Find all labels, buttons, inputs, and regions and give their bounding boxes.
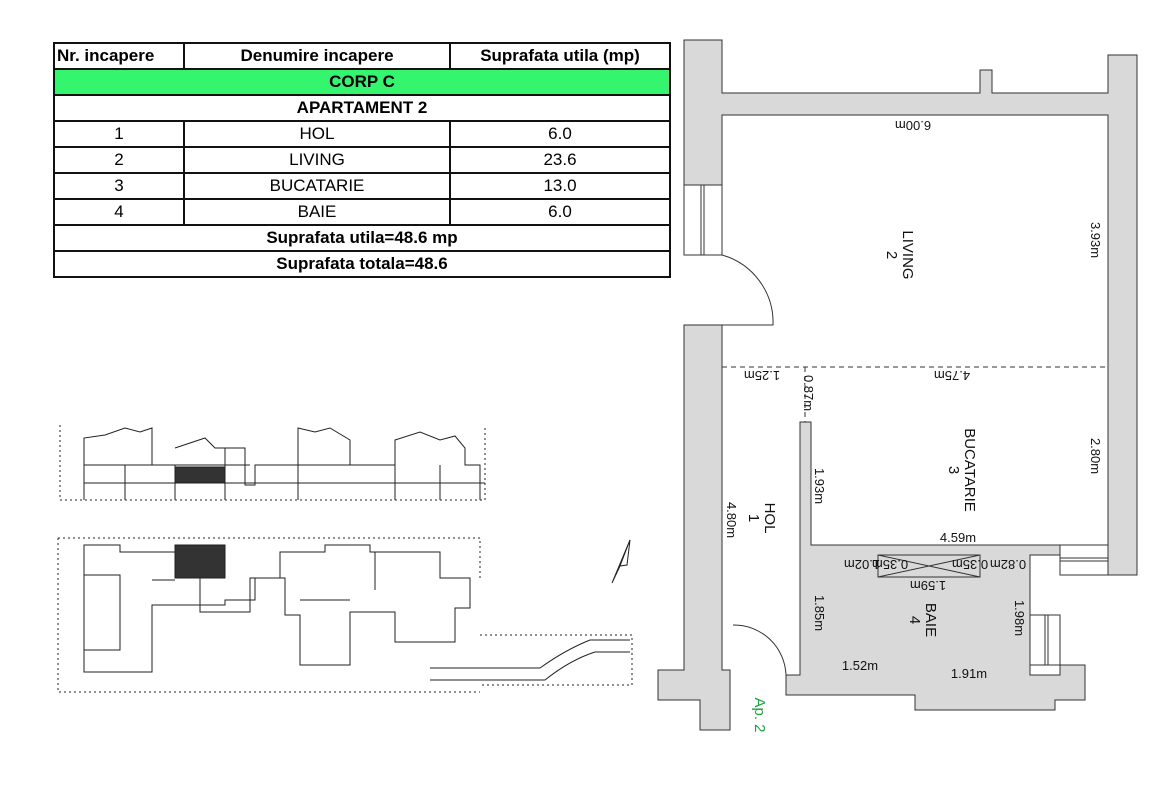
room-hol-nr: 1	[745, 514, 762, 522]
walls	[657, 39, 1138, 731]
header-nr: Nr. incapere	[53, 42, 185, 70]
row-area: 6.0	[449, 198, 671, 226]
room-living-nr: 2	[883, 251, 900, 259]
usable-total: Suprafata utila=48.6 mp	[53, 224, 671, 252]
windows	[700, 185, 1108, 665]
header-area: Suprafata utila (mp)	[449, 42, 671, 70]
row-name: LIVING	[183, 146, 451, 174]
entrance-door[interactable]	[732, 624, 787, 676]
north-arrow-icon	[611, 539, 631, 584]
row-name: HOL	[183, 120, 451, 148]
row-area: 6.0	[449, 120, 671, 148]
svg-text:1.02m: 1.02m	[844, 557, 880, 572]
svg-text:4.75m: 4.75m	[934, 368, 970, 383]
row-name: BUCATARIE	[183, 172, 451, 200]
shaft	[877, 554, 981, 578]
svg-text:0.87m: 0.87m	[801, 375, 816, 411]
room-hol: HOL	[761, 503, 778, 534]
header-name: Denumire incapere	[183, 42, 451, 70]
row-nr: 4	[53, 198, 185, 226]
svg-text:4.59m: 4.59m	[940, 530, 976, 545]
apartment-title: APARTAMENT 2	[53, 94, 671, 122]
svg-text:3.93m: 3.93m	[1088, 222, 1103, 258]
room-area-table: Nr. incapere Denumire incapere Suprafata…	[53, 42, 671, 278]
room-bath-nr: 4	[906, 616, 923, 624]
svg-text:1.25m: 1.25m	[744, 368, 780, 383]
svg-text:1.85m: 1.85m	[812, 595, 827, 631]
svg-text:1.52m: 1.52m	[842, 658, 878, 673]
room-living: LIVING	[899, 230, 916, 279]
svg-text:4.80m: 4.80m	[724, 502, 739, 538]
svg-text:2.80m: 2.80m	[1088, 438, 1103, 474]
row-nr: 1	[53, 120, 185, 148]
dimensions: 6.00m 3.93m 1.25m 4.75m 0.87m 2.80m 1.93…	[724, 118, 1103, 681]
row-area: 13.0	[449, 172, 671, 200]
room-kitchen-nr: 3	[945, 466, 962, 474]
elevation-key-plan	[59, 425, 486, 501]
svg-text:6.00m: 6.00m	[895, 118, 931, 133]
site-key-plan	[57, 537, 633, 693]
table-header-row: Nr. incapere Denumire incapere Suprafata…	[53, 42, 671, 70]
row-name: BAIE	[183, 198, 451, 226]
block-title: CORP C	[53, 68, 671, 96]
row-nr: 3	[53, 172, 185, 200]
svg-text:1.98m: 1.98m	[1012, 600, 1027, 636]
row-nr: 2	[53, 146, 185, 174]
row-area: 23.6	[449, 146, 671, 174]
svg-text:0.82m: 0.82m	[990, 557, 1026, 572]
entrance-label: Ap. 2	[751, 697, 768, 732]
svg-text:1.91m: 1.91m	[951, 666, 987, 681]
total-area: Suprafata totala=48.6	[53, 250, 671, 278]
svg-text:0.35m: 0.35m	[872, 557, 908, 572]
living-door	[721, 254, 774, 326]
svg-text:0.35m: 0.35m	[952, 557, 988, 572]
svg-text:1.93m: 1.93m	[812, 468, 827, 504]
svg-text:1.59m: 1.59m	[910, 578, 946, 593]
room-kitchen: BUCATARIE	[961, 428, 978, 512]
room-bath: BAIE	[922, 603, 939, 637]
